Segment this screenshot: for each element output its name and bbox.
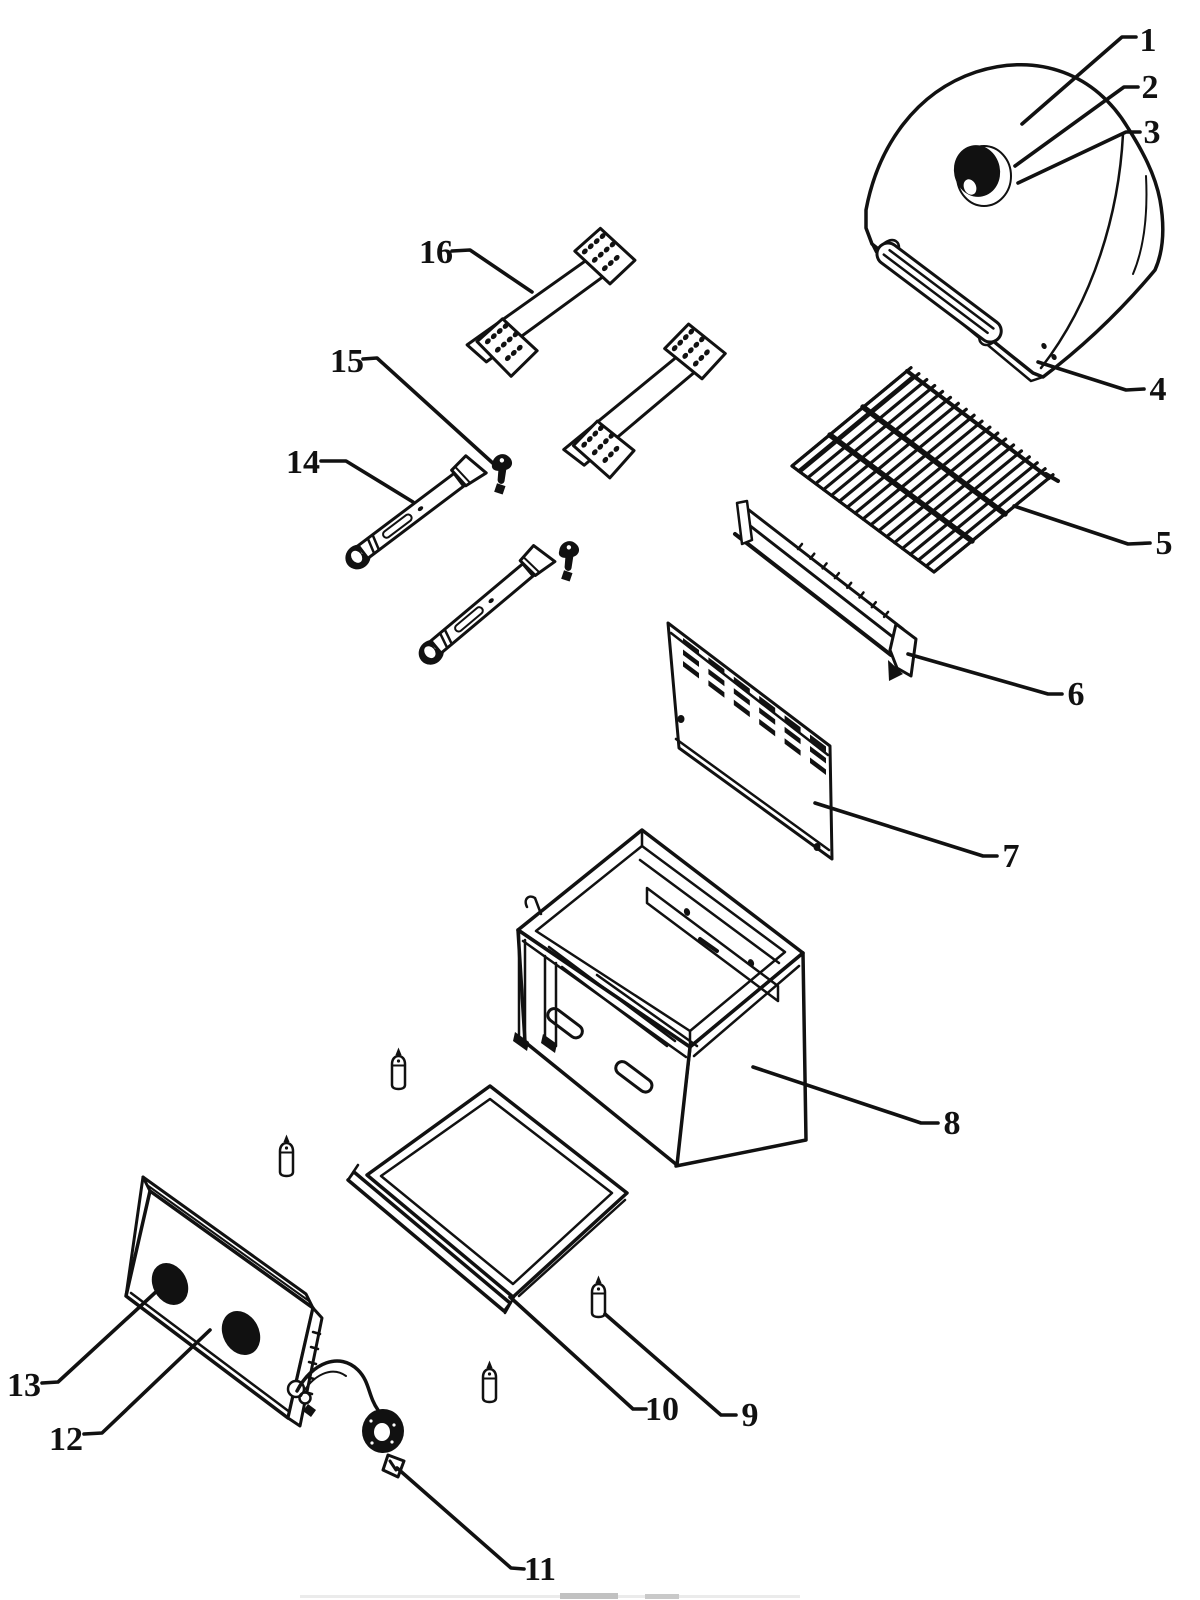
electrode-lower bbox=[556, 539, 584, 583]
lid-assembly bbox=[864, 63, 1165, 383]
callout-2: 2 bbox=[1013, 69, 1159, 168]
callout-7: 7 bbox=[813, 801, 1020, 875]
svg-text:2: 2 bbox=[1142, 69, 1159, 106]
svg-text:5: 5 bbox=[1156, 525, 1173, 562]
igniter bbox=[362, 1409, 406, 1479]
svg-text:16: 16 bbox=[419, 234, 453, 271]
callout-1: 1 bbox=[1020, 22, 1157, 126]
callout-15: 15 bbox=[330, 343, 498, 468]
svg-text:10: 10 bbox=[645, 1391, 679, 1428]
svg-text:7: 7 bbox=[1003, 838, 1020, 875]
callout-13: 13 bbox=[7, 1288, 160, 1404]
lid-dome bbox=[864, 63, 1165, 379]
callout-4: 4 bbox=[1036, 360, 1167, 408]
control-knob-right bbox=[221, 1311, 261, 1355]
svg-text:11: 11 bbox=[524, 1551, 556, 1588]
callout-5: 5 bbox=[1012, 504, 1173, 562]
lid-thermometer-knob bbox=[953, 145, 1012, 207]
svg-text:3: 3 bbox=[1144, 114, 1161, 151]
heat-plate-left bbox=[454, 221, 651, 389]
svg-text:4: 4 bbox=[1150, 371, 1167, 408]
callout-11: 11 bbox=[395, 1466, 556, 1588]
callout-16: 16 bbox=[419, 234, 534, 294]
svg-text:12: 12 bbox=[49, 1421, 83, 1458]
firebox bbox=[513, 828, 808, 1168]
callout-3: 3 bbox=[1016, 114, 1161, 185]
burner-tube-lower bbox=[409, 540, 558, 672]
control-knob-left bbox=[151, 1262, 189, 1306]
callout-8: 8 bbox=[751, 1065, 961, 1142]
lid-handle bbox=[875, 238, 1003, 347]
svg-text:15: 15 bbox=[330, 343, 364, 380]
rear-bracket-rail bbox=[733, 499, 918, 681]
igniter-wire bbox=[295, 1359, 380, 1412]
callouts: 1 2 3 4 5 6 7 8 9 10 11 12 13 14 15 bbox=[7, 22, 1173, 1588]
scan-artifacts bbox=[300, 1593, 800, 1599]
svg-text:14: 14 bbox=[286, 444, 320, 481]
back-vent-panel bbox=[666, 621, 834, 861]
callout-14: 14 bbox=[286, 444, 415, 504]
svg-text:9: 9 bbox=[742, 1397, 759, 1434]
svg-text:8: 8 bbox=[944, 1105, 961, 1142]
svg-text:13: 13 bbox=[7, 1367, 41, 1404]
drip-tray bbox=[346, 1084, 629, 1315]
svg-text:1: 1 bbox=[1140, 22, 1157, 59]
callout-10: 10 bbox=[508, 1295, 679, 1428]
electrode-upper bbox=[489, 452, 517, 496]
svg-text:6: 6 bbox=[1068, 676, 1085, 713]
control-panel bbox=[124, 1175, 380, 1428]
callout-12: 12 bbox=[49, 1328, 212, 1458]
heat-plate-right bbox=[550, 316, 742, 491]
callout-9: 9 bbox=[603, 1312, 759, 1434]
cooking-grate bbox=[790, 366, 1060, 574]
callout-6: 6 bbox=[906, 652, 1085, 713]
